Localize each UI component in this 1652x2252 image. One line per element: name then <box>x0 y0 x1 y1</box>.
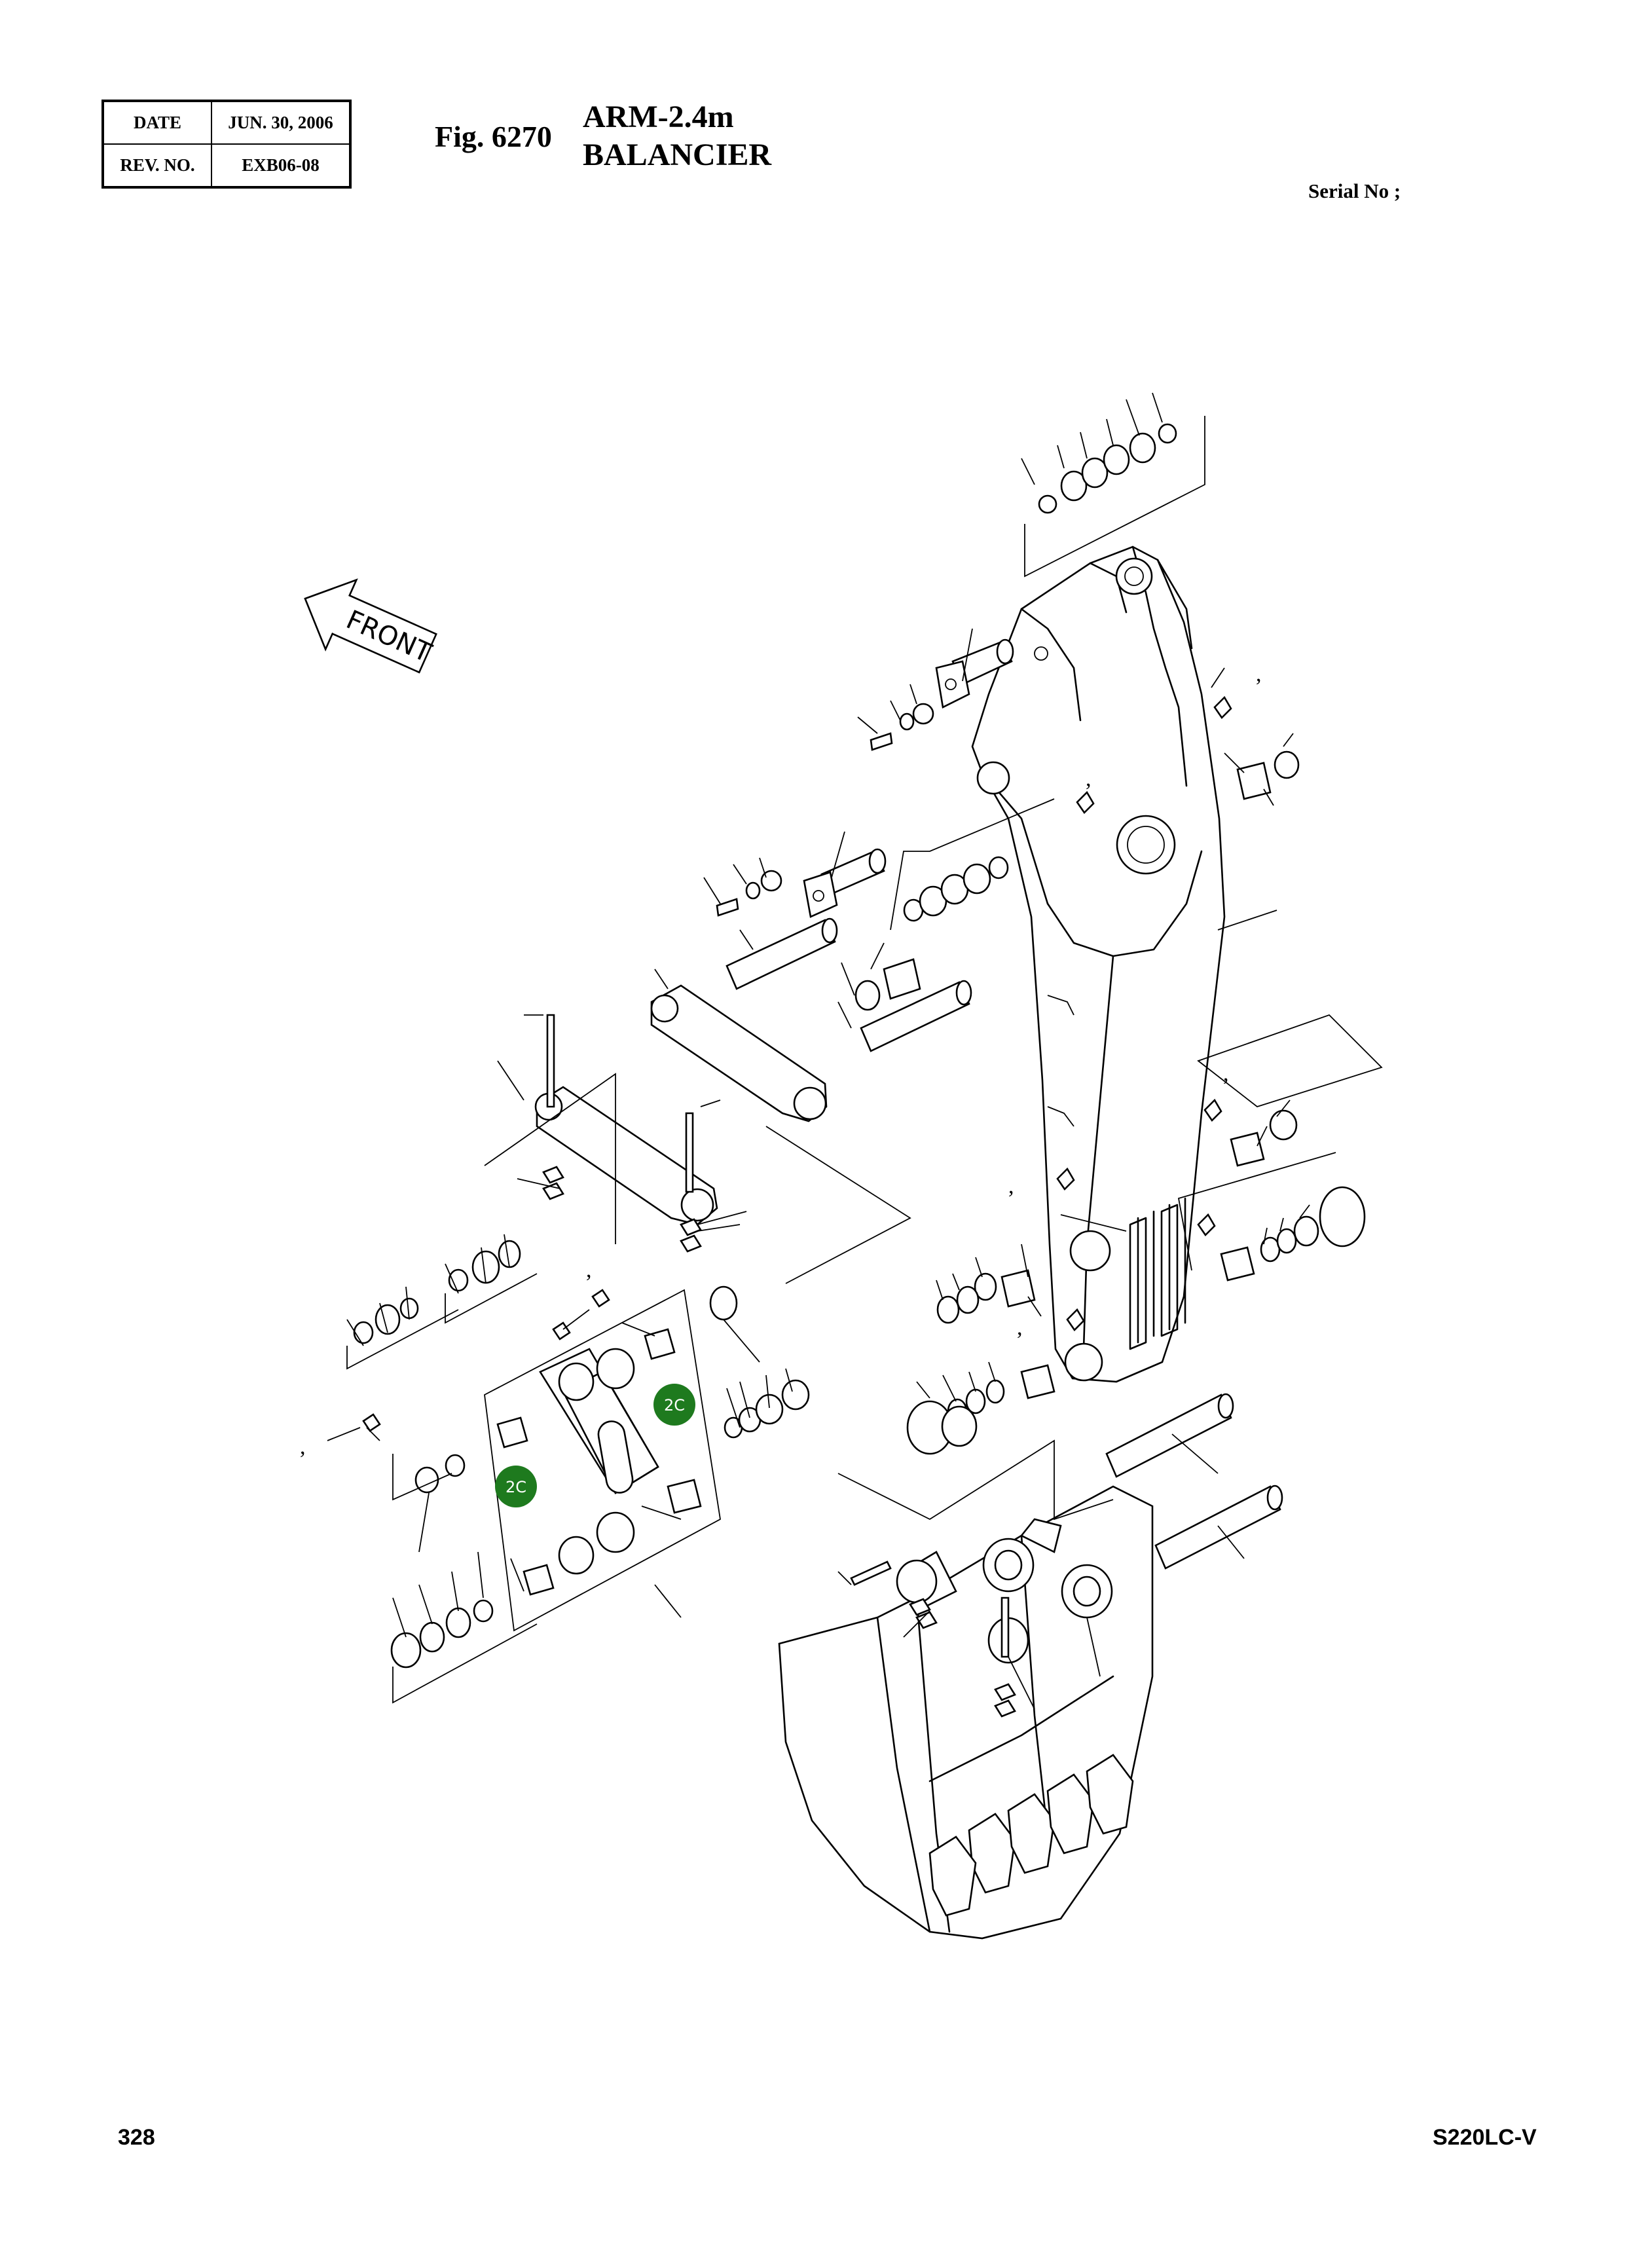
mid-washer-stack <box>890 798 1055 931</box>
leader-lines <box>327 392 1310 1710</box>
mark: , <box>586 1258 592 1282</box>
badge-2c <box>653 1384 695 1426</box>
mark: , <box>1008 1174 1014 1198</box>
mark: , <box>1086 767 1092 791</box>
mark: , <box>1256 662 1262 686</box>
date-label: DATE <box>102 100 212 145</box>
upper-links <box>484 984 911 1284</box>
top-washer-stack <box>1024 416 1205 578</box>
long-pins <box>725 917 1283 1570</box>
mark: , <box>1017 1316 1023 1340</box>
upper-pin-with-plate <box>870 638 1014 751</box>
rev-value: EXB06-08 <box>211 143 351 188</box>
badge-2c-label: 2C <box>664 1396 685 1414</box>
mark: , <box>1223 1061 1229 1086</box>
date-value: JUN. 30, 2006 <box>211 100 351 145</box>
figure-title: ARM-2.4m BALANCIER <box>583 98 771 174</box>
rev-label: REV. NO. <box>102 143 212 188</box>
figure-number: Fig. 6270 <box>435 120 552 153</box>
badge-2c-label: 2C <box>505 1478 526 1496</box>
arm-body <box>971 545 1226 1383</box>
front-arrow-shape <box>304 578 437 674</box>
model-name: S220LC-V <box>1433 2125 1537 2150</box>
grease-fittings <box>362 695 1232 1432</box>
page-number: 328 <box>118 2125 155 2150</box>
apostrophe-marks: , , , , , , , <box>300 662 1262 1459</box>
title-french: BALANCIER <box>583 138 772 172</box>
title-english: ARM-2.4m <box>583 100 734 134</box>
badge-2c <box>495 1466 537 1507</box>
bucket <box>778 1439 1154 1940</box>
middle-pin-with-plate <box>716 848 887 918</box>
kit-badges: 2C 2C <box>495 1384 695 1507</box>
serial-number-label: Serial No ; <box>1308 179 1401 202</box>
link-assembly <box>484 1285 810 1632</box>
mark: , <box>300 1435 306 1459</box>
front-arrow: FRONT <box>304 578 437 674</box>
left-washer-stacks <box>346 1240 978 1704</box>
revision-table: DATE JUN. 30, 2006 REV. NO. EXB06-08 <box>101 100 352 189</box>
bushings <box>854 750 1383 1455</box>
